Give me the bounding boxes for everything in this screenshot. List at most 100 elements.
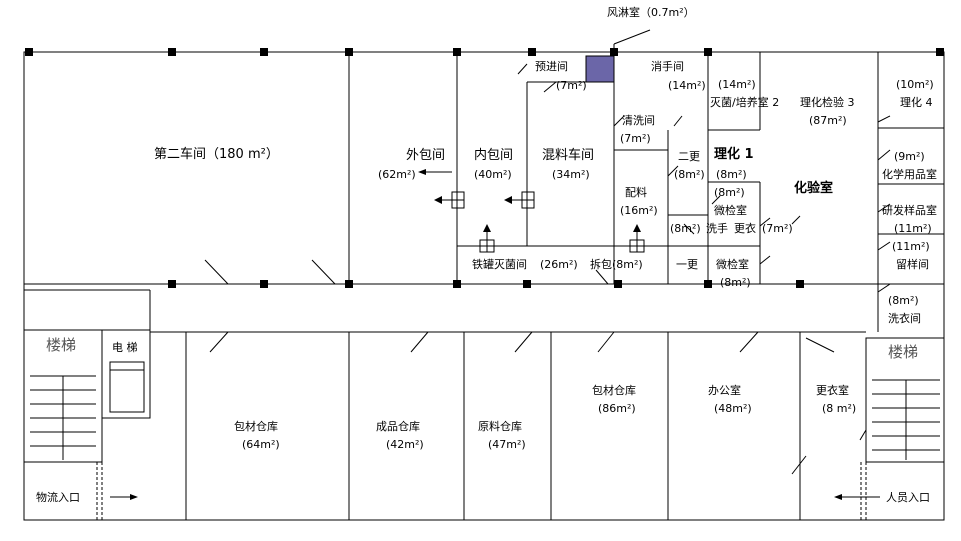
door-swing xyxy=(543,81,557,93)
room-micro-bottom-area: (8m²) xyxy=(720,276,751,289)
door-swing xyxy=(877,241,891,251)
arrow-heads xyxy=(130,169,842,500)
elevator-car xyxy=(109,361,145,413)
column xyxy=(796,280,804,288)
room-outer-pack: 外包间 xyxy=(406,148,446,163)
walls xyxy=(23,29,945,521)
flow-arrow-head xyxy=(504,196,512,204)
room-locker: 更衣室 xyxy=(816,384,849,397)
door-swing xyxy=(877,149,891,161)
room-change: 更衣 xyxy=(734,222,756,235)
door-swing xyxy=(667,165,679,177)
room-inner-pack-area: (40m²) xyxy=(474,168,512,181)
column xyxy=(345,280,353,288)
elevator-label: 电 梯 xyxy=(112,341,138,354)
room-chem-store-area: (9m²) xyxy=(894,150,925,163)
room-phys-chem1: 理化 1 xyxy=(714,147,754,162)
stairs-right-label: 楼梯 xyxy=(888,343,919,361)
column xyxy=(936,48,944,56)
room-mixing: 混料车间 xyxy=(542,148,595,163)
room-phys-chem4: 理化 4 xyxy=(900,96,933,109)
door-swing xyxy=(791,455,807,475)
room-mixing-area: (34m²) xyxy=(552,168,590,181)
column xyxy=(260,280,268,288)
door-swing xyxy=(739,331,759,353)
room-raw-store-area: (47m²) xyxy=(488,438,526,451)
air-shower-room xyxy=(585,55,615,83)
room-finished-store: 成品仓库 xyxy=(376,420,420,433)
room-culture-area: (14m²) xyxy=(718,78,756,91)
room-wash: 清洗间 xyxy=(622,114,655,127)
room-wash-area: (7m²) xyxy=(620,132,651,145)
room-batching: 配料 xyxy=(625,186,647,199)
door-swing xyxy=(759,217,771,227)
door-swing xyxy=(877,283,891,293)
column xyxy=(168,48,176,56)
room-change-area: (7m²) xyxy=(762,222,793,235)
room-micro-top: 微检室 xyxy=(714,204,747,217)
door-swing xyxy=(410,331,429,353)
column xyxy=(523,280,531,288)
staff-entry-label: 人员入口 xyxy=(886,491,930,504)
column xyxy=(25,48,33,56)
door-swing xyxy=(683,223,695,235)
door-swing xyxy=(311,259,336,285)
door-swing xyxy=(597,331,615,353)
door-swing xyxy=(613,115,625,127)
room-batching-small-area: (8m²) xyxy=(670,222,701,235)
air-shower-label: 风淋室（0.7m²） xyxy=(607,6,695,19)
stair-right-box xyxy=(865,337,945,463)
room-second-change: 二更 xyxy=(678,150,700,163)
door-swing xyxy=(595,269,609,285)
room-office-area: (48m²) xyxy=(714,402,752,415)
room-rd-sample-area: (11m²) xyxy=(894,222,932,235)
air-shower-leader xyxy=(613,29,651,45)
room-first-change: 一更 xyxy=(676,258,698,271)
column xyxy=(168,280,176,288)
door-swing xyxy=(805,337,835,353)
room-pack-store2: 包材仓库 xyxy=(592,384,636,397)
room-outer-pack-area: (62m²) xyxy=(378,168,416,181)
room-micro-bottom: 微检室 xyxy=(716,258,749,271)
door-swing xyxy=(877,115,891,123)
room-phys-chem4-area: (10m²) xyxy=(896,78,934,91)
room-pre-entry-area: (7m²) xyxy=(556,79,587,92)
outer-wall xyxy=(23,51,945,521)
room-phys-chem3: 理化检验 3 xyxy=(800,96,855,109)
column xyxy=(260,48,268,56)
door-swing xyxy=(877,203,891,213)
door-swing xyxy=(711,195,721,205)
room-inner-pack: 内包间 xyxy=(474,148,514,163)
room-raw-store: 原料仓库 xyxy=(478,420,522,433)
column xyxy=(528,48,536,56)
column xyxy=(345,48,353,56)
elevator-box xyxy=(101,329,151,419)
room-phys-chem1-area: (8m²) xyxy=(716,168,747,181)
door-swing xyxy=(759,255,771,265)
room-can-sterilize-area: (26m²) xyxy=(540,258,578,271)
column xyxy=(614,280,622,288)
door-swing xyxy=(673,115,683,127)
columns xyxy=(25,48,944,288)
column xyxy=(453,280,461,288)
room-finished-store-area: (42m²) xyxy=(386,438,424,451)
door-swing xyxy=(859,429,867,441)
room-can-sterilize: 铁罐灭菌间 xyxy=(472,258,527,271)
room-wash-hands: 洗手 xyxy=(706,222,728,235)
stairs-left-label: 楼梯 xyxy=(46,336,77,354)
door-swing xyxy=(791,215,801,225)
column xyxy=(453,48,461,56)
door-swing xyxy=(209,331,229,353)
room-culture: 灭菌/培养室 2 xyxy=(710,96,780,109)
door-swing xyxy=(517,63,528,75)
room-laundry: 洗衣间 xyxy=(888,312,921,325)
flow-arrow-head xyxy=(633,224,641,232)
room-pack-store1-area: (64m²) xyxy=(242,438,280,451)
room-laundry-area: (8m²) xyxy=(888,294,919,307)
room-batching-area: (16m²) xyxy=(620,204,658,217)
room-second-change-area: (8m²) xyxy=(674,168,705,181)
room-pack-store2-area: (86m²) xyxy=(598,402,636,415)
room-chem-store: 化学用品室 xyxy=(882,168,937,181)
